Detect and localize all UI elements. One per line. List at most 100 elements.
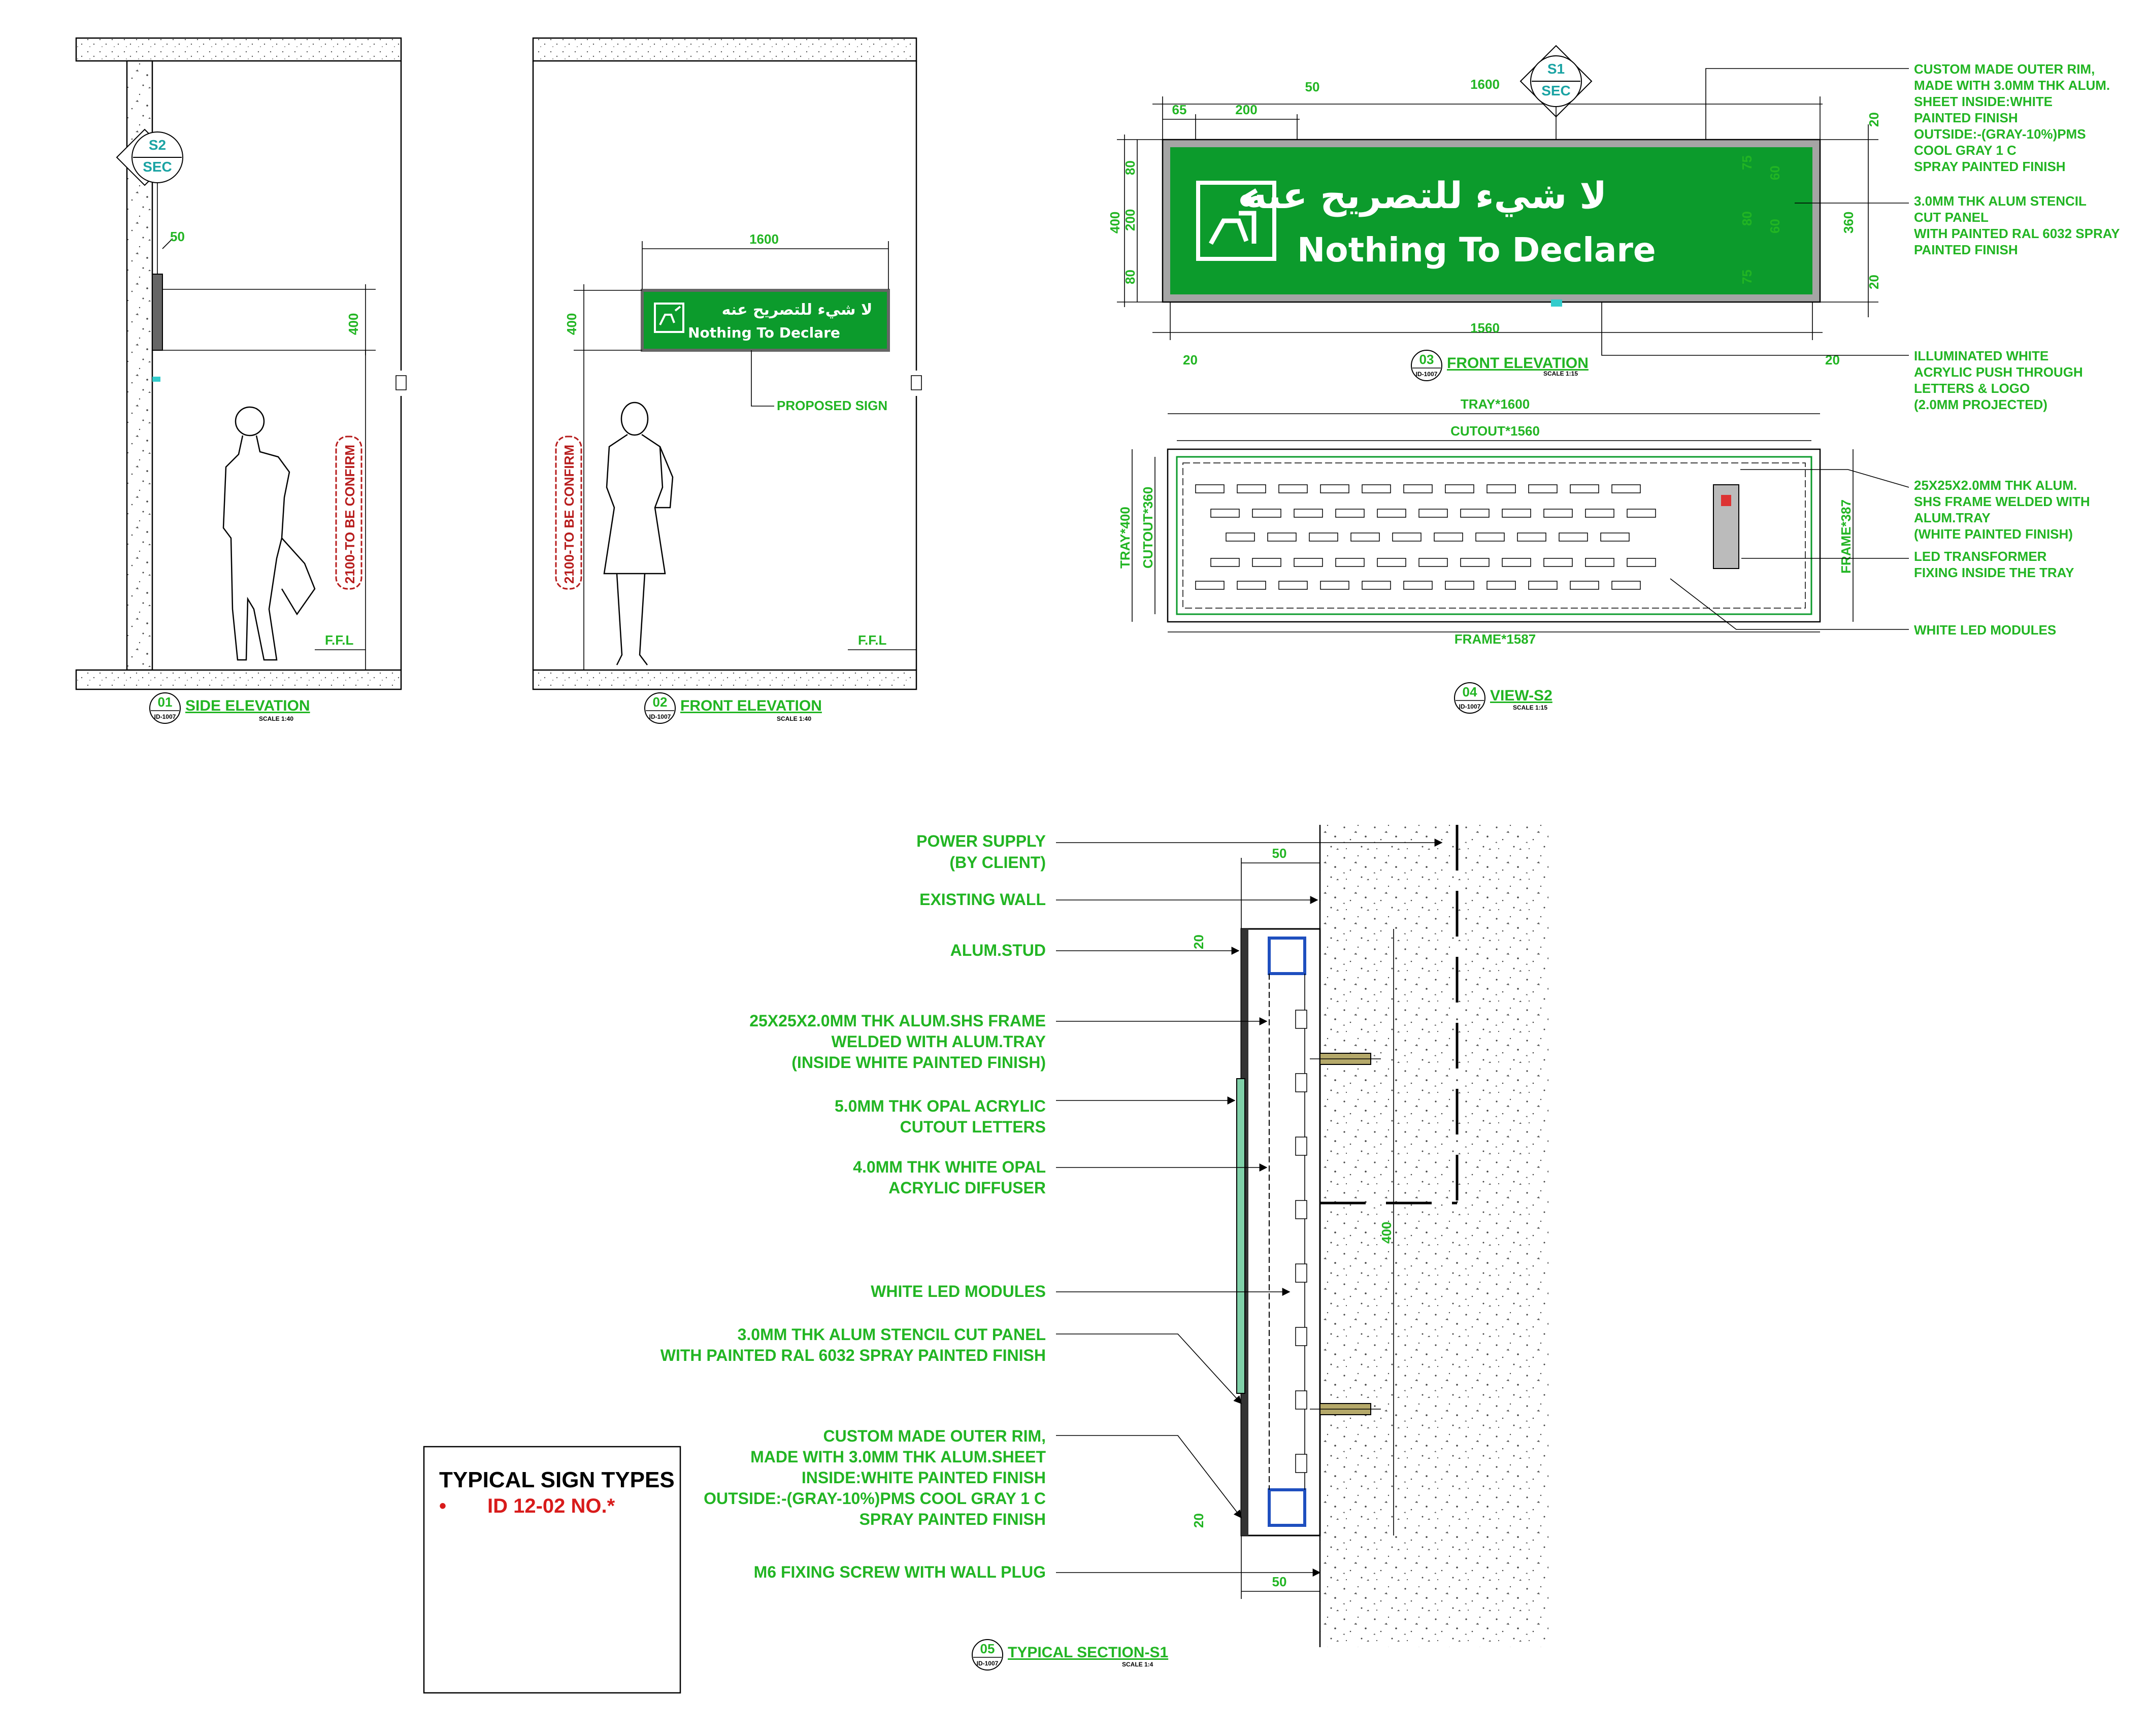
note1-l5: OUTSIDE:-(GRAY-10%)PMS — [1914, 126, 2086, 142]
detail-dim-80a: 80 — [1122, 160, 1138, 175]
view02-title: FRONT ELEVATION — [680, 697, 822, 714]
sign-types-legend: TYPICAL SIGN TYPES • ID 12-02 NO.* — [423, 1446, 681, 1694]
section-led-module — [1295, 1200, 1307, 1219]
section-top-50: 50 — [1272, 846, 1287, 861]
detail-dim-65: 65 — [1172, 102, 1187, 117]
led-module — [1486, 484, 1516, 493]
detail-dim-1560: 1560 — [1470, 320, 1500, 336]
section-h400: 400 — [1379, 1222, 1394, 1244]
s2note1-l2: SHS FRAME WELDED WITH — [1914, 494, 2090, 509]
detail-dim-20a: 20 — [1183, 352, 1198, 368]
note1-l4: PAINTED FINISH — [1914, 110, 2018, 125]
s2-tray-v: TRAY*400 — [1117, 507, 1133, 569]
view04-num: 04 — [1463, 684, 1477, 699]
s2-cutout-v: CUTOUT*360 — [1140, 487, 1155, 569]
section-led-module — [1295, 1010, 1307, 1029]
led-module — [1309, 532, 1338, 542]
note1-l3: SHEET INSIDE:WHITE — [1914, 94, 2053, 109]
led-module — [1278, 484, 1308, 493]
detail-dim-20b: 20 — [1825, 352, 1840, 368]
section-notes: POWER SUPPLY (BY CLIENT) EXISTING WALL A… — [660, 832, 1046, 1581]
s2-note-1: 25X25X2.0MM THK ALUM. SHS FRAME WELDED W… — [1914, 478, 2090, 542]
led-module — [1627, 558, 1656, 567]
section-led-module — [1295, 1263, 1307, 1283]
led-module — [1418, 509, 1448, 518]
sec-note10: M6 FIXING SCREW WITH WALL PLUG — [754, 1563, 1046, 1581]
led-module — [1403, 484, 1433, 493]
front-dim-400: 400 — [564, 313, 579, 335]
inner-75a: 75 — [1739, 155, 1755, 170]
view01-ref: ID-1007 — [154, 713, 176, 720]
led-modules-grid — [1195, 484, 1656, 590]
detail-dim-400: 400 — [1107, 212, 1122, 233]
led-module — [1570, 484, 1599, 493]
led-module — [1210, 509, 1240, 518]
led-module — [1627, 509, 1656, 518]
marker-s1-sec: SEC — [1541, 83, 1571, 98]
led-module — [1195, 484, 1225, 493]
note3-l2: ACRYLIC PUSH THROUGH — [1914, 364, 2083, 380]
front-dim-1600: 1600 — [749, 231, 779, 247]
sec-note7: WHITE LED MODULES — [871, 1282, 1046, 1300]
sec-note1-l1: POWER SUPPLY — [916, 832, 1046, 850]
led-module — [1543, 509, 1573, 518]
led-module — [1403, 581, 1433, 590]
sec-note4-l1: 25X25X2.0MM THK ALUM.SHS FRAME — [749, 1012, 1046, 1030]
legend-title: TYPICAL SIGN TYPES — [439, 1467, 675, 1492]
note2-l3: WITH PAINTED RAL 6032 SPRAY — [1914, 226, 2120, 241]
note1-l2: MADE WITH 3.0MM THK ALUM. — [1914, 78, 2110, 93]
typical-section-view: 50 50 20 20 400 POWER SUPPLY (BY CLIENT)… — [660, 825, 1548, 1671]
sec-note5-l1: 5.0MM THK OPAL ACRYLIC — [835, 1097, 1046, 1115]
ffl-label-front: F.F.L — [858, 632, 886, 648]
led-module — [1210, 558, 1240, 567]
led-module — [1237, 484, 1266, 493]
led-module — [1611, 484, 1641, 493]
led-module — [1460, 558, 1490, 567]
sec-note4-l2: WELDED WITH ALUM.TRAY — [832, 1032, 1046, 1051]
led-module — [1445, 484, 1474, 493]
front-height-label: 2100-TO BE CONFIRM — [561, 445, 577, 584]
led-module — [1335, 509, 1365, 518]
led-module — [1320, 581, 1349, 590]
led-module — [1486, 581, 1516, 590]
view-title-01: 01 ID-1007 SIDE ELEVATION SCALE 1:40 — [149, 692, 310, 724]
led-module — [1335, 558, 1365, 567]
sec-note9-l1: CUSTOM MADE OUTER RIM, — [823, 1427, 1046, 1445]
view01-title: SIDE ELEVATION — [185, 697, 310, 714]
led-module — [1543, 558, 1573, 567]
led-module — [1502, 558, 1531, 567]
led-module — [1294, 558, 1323, 567]
detail-note-1: CUSTOM MADE OUTER RIM, MADE WITH 3.0MM T… — [1914, 61, 2110, 174]
small-sign-front: لا شيء للتصريح عنه Nothing To Declare — [641, 289, 890, 352]
legend-item: ID 12-02 NO.* — [487, 1495, 615, 1517]
section-bot-20: 20 — [1191, 1513, 1206, 1528]
marker-sec-label: SEC — [143, 159, 172, 175]
detail-dim-50: 50 — [1305, 79, 1320, 94]
led-module — [1267, 532, 1297, 542]
section-led-module — [1295, 1327, 1307, 1346]
right-dim-20b: 20 — [1866, 275, 1881, 289]
inner-80: 80 — [1739, 211, 1755, 226]
led-module — [1528, 484, 1558, 493]
view-title-03: 03 ID-1007 FRONT ELEVATION SCALE 1:15 — [1411, 350, 1589, 381]
s2-frame: FRAME*1587 — [1455, 631, 1536, 647]
sec-note6-l2: ACRYLIC DIFFUSER — [888, 1179, 1046, 1197]
led-module — [1418, 558, 1448, 567]
sec-note8-l1: 3.0MM THK ALUM STENCIL CUT PANEL — [738, 1325, 1046, 1344]
view05-title: TYPICAL SECTION-S1 — [1008, 1644, 1168, 1661]
front-elevation-detail-view: لا شيء للتصريح عنه Nothing To Declare 75… — [1107, 45, 2120, 412]
detail-sign-arabic: لا شيء للتصريح عنه — [1245, 174, 1607, 217]
view03-num: 03 — [1419, 352, 1434, 367]
led-module — [1377, 509, 1406, 518]
sec-note6-l1: 4.0MM THK WHITE OPAL — [853, 1158, 1046, 1176]
sec-note5-l2: CUTOUT LETTERS — [900, 1118, 1046, 1136]
ffl-label-side: F.F.L — [325, 632, 353, 648]
led-module — [1570, 581, 1599, 590]
s2note1-l1: 25X25X2.0MM THK ALUM. — [1914, 478, 2077, 493]
led-module — [1460, 509, 1490, 518]
side-height-label: 2100-TO BE CONFIRM — [342, 445, 357, 584]
inner-60b: 60 — [1767, 219, 1782, 233]
s2note1-l4: (WHITE PAINTED FINISH) — [1914, 526, 2073, 542]
led-module — [1585, 558, 1614, 567]
sec-note4-l3: (INSIDE WHITE PAINTED FINISH) — [791, 1053, 1046, 1072]
